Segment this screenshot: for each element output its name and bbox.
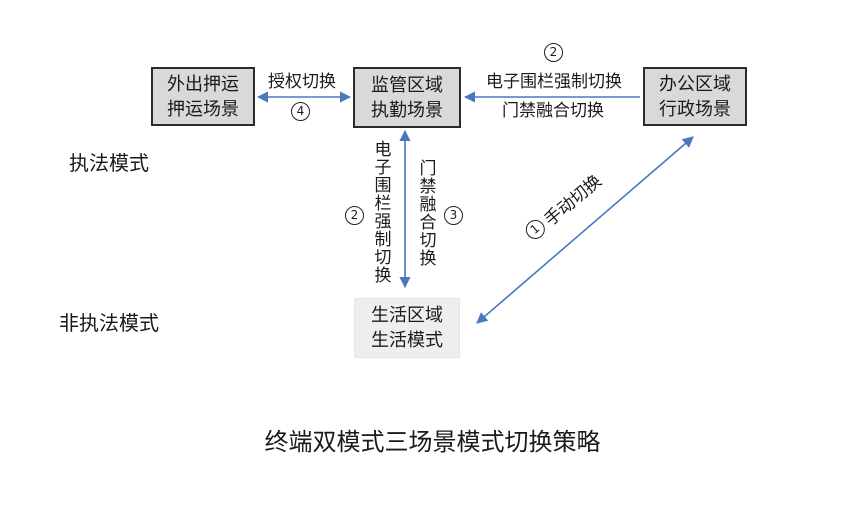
supervision-area-box: 监管区域 执勤场景 <box>353 67 461 128</box>
living-area-box: 生活区域 生活模式 <box>354 298 460 358</box>
marker-3: 3 <box>444 206 463 225</box>
non-law-enforcement-mode-label: 非执法模式 <box>59 311 159 335</box>
manual-switch-arrow <box>476 136 694 324</box>
diagram-caption: 终端双模式三场景模式切换策略 <box>264 428 601 456</box>
outing-line1: 外出押运 <box>167 73 239 95</box>
office-area-box: 办公区域 行政场景 <box>643 67 747 126</box>
living-line2: 生活模式 <box>371 330 443 351</box>
marker-2-top: 2 <box>544 43 563 62</box>
supervision-line2: 执勤场景 <box>371 99 443 121</box>
outing-line2: 押运场景 <box>167 98 239 120</box>
marker-2-vertical: 2 <box>345 206 364 225</box>
marker-4: 4 <box>291 102 310 121</box>
office-line1: 办公区域 <box>659 73 731 95</box>
auth-switch-label: 授权切换 <box>268 72 336 92</box>
supervision-line1: 监管区域 <box>371 74 443 96</box>
office-line2: 行政场景 <box>659 98 731 120</box>
fence-force-switch-label: 电子围栏强制切换 <box>486 72 622 92</box>
law-enforcement-mode-label: 执法模式 <box>69 151 149 175</box>
access-fusion-switch-label: 门禁融合切换 <box>502 101 604 121</box>
living-line1: 生活区域 <box>371 305 443 326</box>
vertical-access-fusion-label: 门 禁 融 合 切 换 <box>419 159 437 269</box>
outing-escort-box: 外出押运 押运场景 <box>151 67 255 126</box>
vertical-fence-force-label: 电 子 围 栏 强 制 切 换 <box>374 140 392 286</box>
